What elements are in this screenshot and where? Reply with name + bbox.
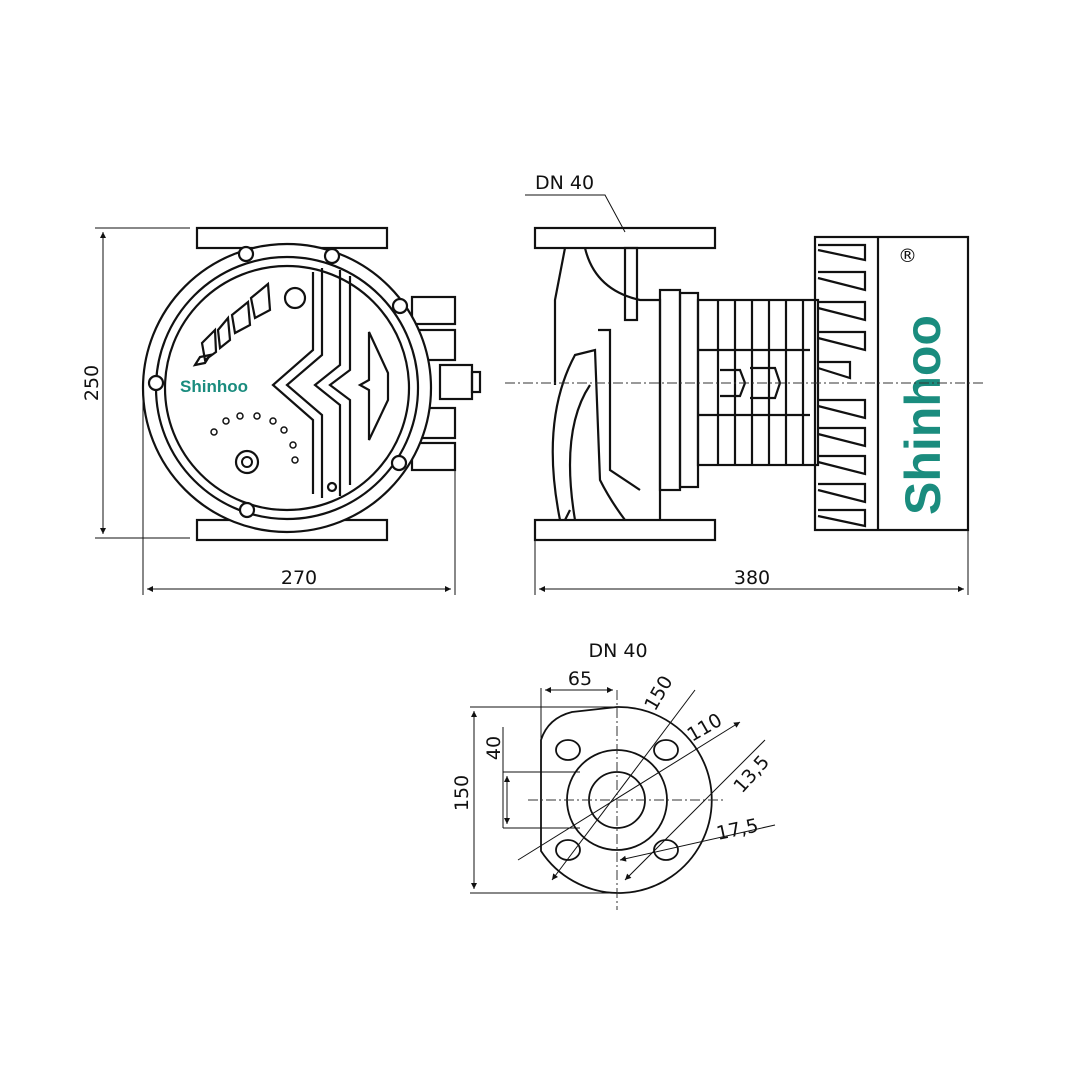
flange-height-dim-150: 150 <box>451 775 473 811</box>
half-height-dim-40: 40 <box>483 736 505 760</box>
motor-brand-logo: Shinhoo <box>895 315 951 515</box>
registered-mark: ® <box>898 245 917 267</box>
height-dim-250: 250 <box>81 365 103 401</box>
connection-label: DN 40 <box>535 172 594 194</box>
outer-dia-dim-150: 150 <box>640 672 677 714</box>
slot-dim-17-5: 17,5 <box>714 815 760 845</box>
front-dimensions: 250 270 <box>81 227 456 595</box>
front-brand-logo: Shinhoo <box>180 377 248 396</box>
width-dim-270: 270 <box>281 567 317 589</box>
side-view: Shinhoo ® <box>505 226 985 542</box>
motor-fins <box>817 243 867 528</box>
front-view: Shinhoo <box>141 226 482 542</box>
hole-dia-dim-13-5: 13,5 <box>729 751 774 797</box>
offset-dim-65: 65 <box>568 668 592 690</box>
side-dimensions: DN 40 380 <box>525 172 969 595</box>
flange-view: DN 40 65 150 40 150 110 13,5 17,5 <box>451 640 776 910</box>
flange-title: DN 40 <box>588 640 647 662</box>
length-dim-380: 380 <box>734 567 770 589</box>
led-indicators <box>210 412 299 464</box>
